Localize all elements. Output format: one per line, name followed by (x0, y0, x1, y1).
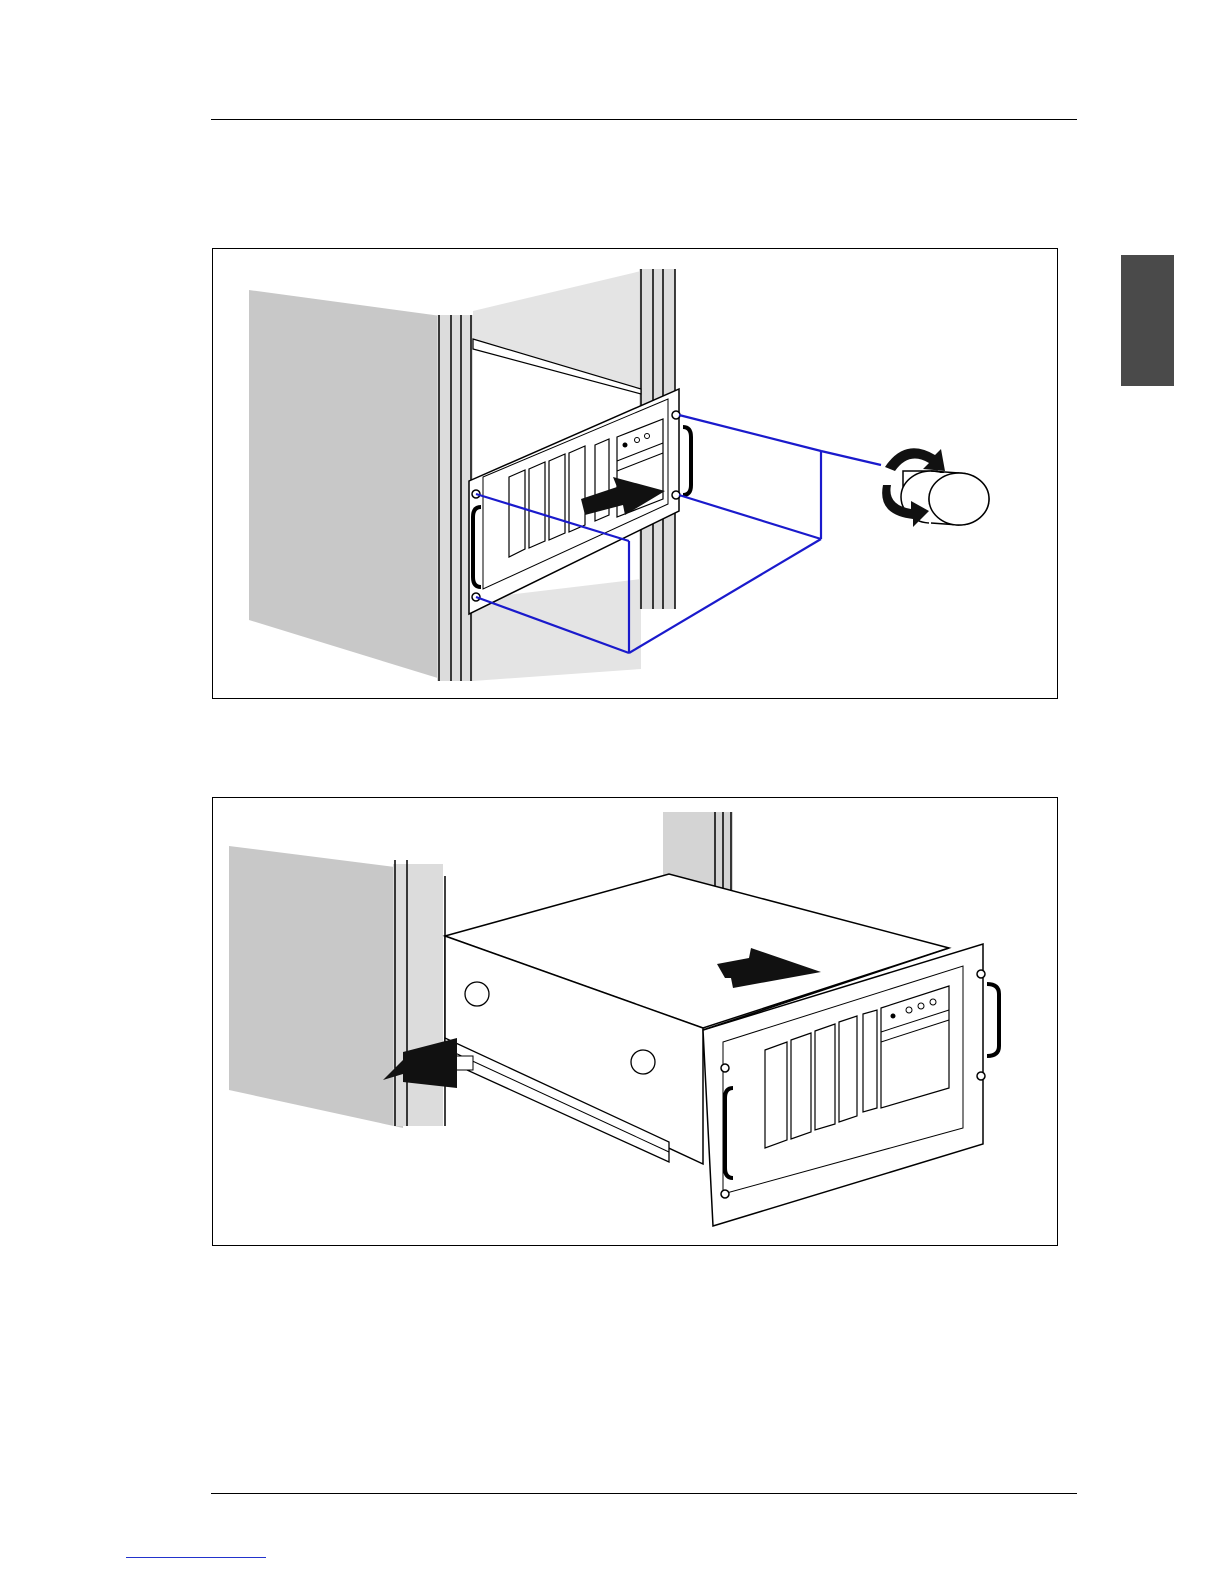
rack-unscrew-illustration-icon (213, 249, 1058, 699)
figure-unscrew-server (212, 248, 1058, 699)
handle-right (987, 984, 999, 1056)
rack-slide-out-illustration-icon (213, 798, 1058, 1246)
handle-right (683, 427, 691, 495)
rack-side-panel (249, 290, 441, 679)
footer-rule (211, 1493, 1077, 1494)
footer-link-underline (126, 1557, 266, 1558)
header-rule (211, 119, 1077, 120)
figure-slide-out-server (212, 797, 1058, 1246)
chapter-tab-marker (1121, 255, 1174, 386)
rack-post-left (393, 864, 443, 1126)
rack-side-panel (229, 846, 403, 1128)
rack-post-left (437, 315, 473, 681)
